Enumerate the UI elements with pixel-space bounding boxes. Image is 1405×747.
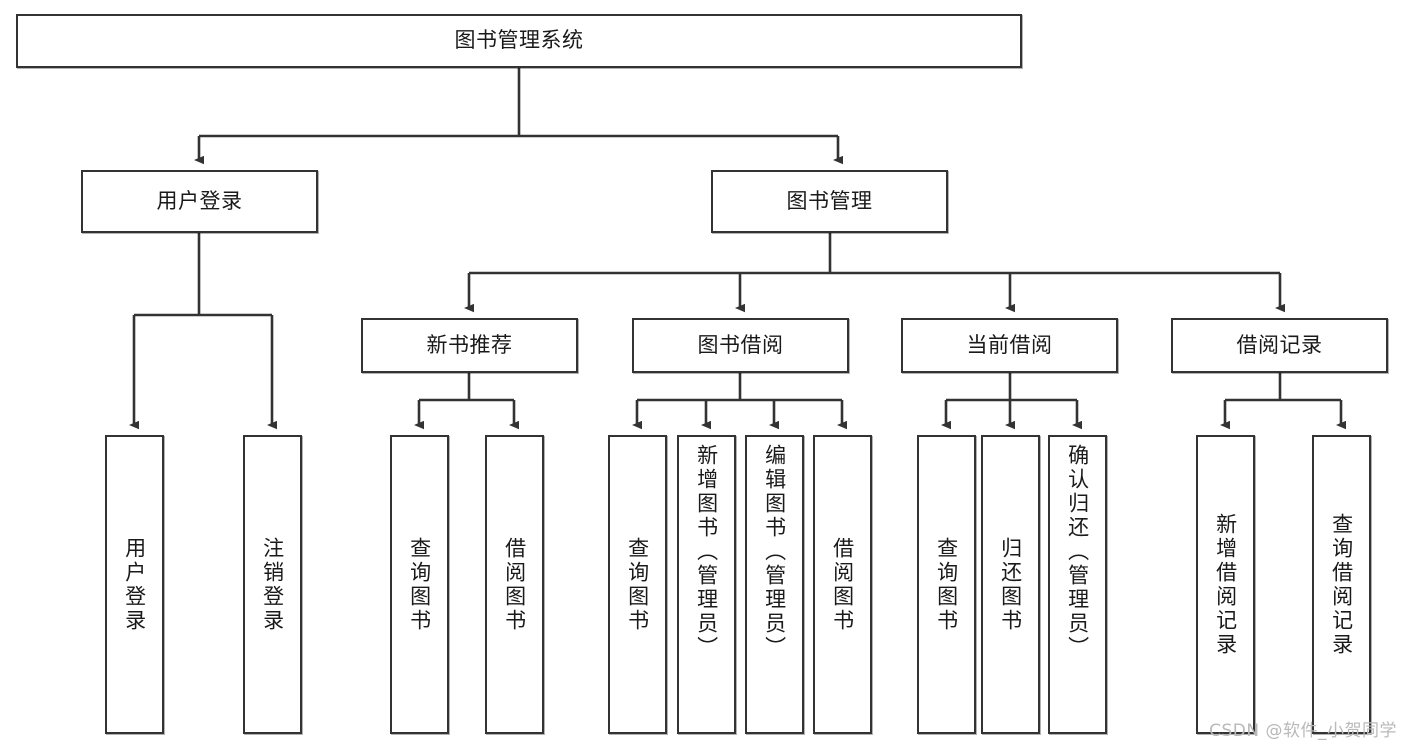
node-root-system[interactable]: 图书管理系统	[16, 14, 1022, 68]
node-label: 借阅图书	[502, 536, 527, 633]
node-label: 查询借阅记录	[1329, 512, 1354, 657]
leaf-record-add-record[interactable]: 新增借阅记录	[1196, 435, 1255, 734]
node-label: 新书推荐	[426, 332, 513, 357]
node-book-management[interactable]: 图书管理	[711, 170, 948, 233]
node-current-borrow[interactable]: 当前借阅	[901, 318, 1118, 373]
node-label: 借阅记录	[1236, 332, 1323, 357]
leaf-current-return-book[interactable]: 归还图书	[981, 435, 1040, 734]
node-label: 编辑图书（管理员）	[762, 444, 787, 660]
node-label: 当前借阅	[966, 332, 1053, 357]
leaf-record-query-record[interactable]: 查询借阅记录	[1312, 435, 1371, 734]
node-label: 新增图书（管理员）	[694, 444, 719, 660]
node-label: 用户登录	[122, 536, 147, 633]
leaf-recommend-borrow-book[interactable]: 借阅图书	[485, 435, 544, 734]
leaf-user-login-signout[interactable]: 注销登录	[243, 435, 302, 734]
node-label: 图书借阅	[697, 332, 784, 357]
node-label: 查询图书	[934, 536, 959, 633]
node-label: 用户登录	[156, 188, 243, 213]
leaf-current-confirm-return-admin[interactable]: 确认归还（管理员）	[1048, 435, 1107, 734]
node-label: 查询图书	[407, 536, 432, 633]
node-new-book-recommend[interactable]: 新书推荐	[361, 318, 578, 373]
node-label: 新增借阅记录	[1213, 512, 1238, 657]
leaf-user-login-signin[interactable]: 用户登录	[105, 435, 164, 734]
node-label: 借阅图书	[830, 536, 855, 633]
node-user-login[interactable]: 用户登录	[81, 170, 318, 233]
node-label: 确认归还（管理员）	[1065, 444, 1090, 660]
leaf-current-query-book[interactable]: 查询图书	[917, 435, 976, 734]
node-label: 归还图书	[998, 536, 1023, 633]
leaf-recommend-query-book[interactable]: 查询图书	[390, 435, 449, 734]
csdn-watermark: CSDN @软件_小贺同学	[1209, 721, 1397, 741]
leaf-borrow-borrow-book[interactable]: 借阅图书	[813, 435, 872, 734]
node-borrow-record[interactable]: 借阅记录	[1171, 318, 1388, 373]
node-label: 图书管理系统	[454, 28, 584, 53]
leaf-borrow-add-book-admin[interactable]: 新增图书（管理员）	[677, 435, 736, 734]
leaf-borrow-query-book[interactable]: 查询图书	[608, 435, 667, 734]
leaf-borrow-edit-book-admin[interactable]: 编辑图书（管理员）	[745, 435, 804, 734]
node-label: 图书管理	[786, 188, 873, 213]
node-book-borrow[interactable]: 图书借阅	[632, 318, 849, 373]
node-label: 查询图书	[625, 536, 650, 633]
node-label: 注销登录	[260, 536, 285, 633]
